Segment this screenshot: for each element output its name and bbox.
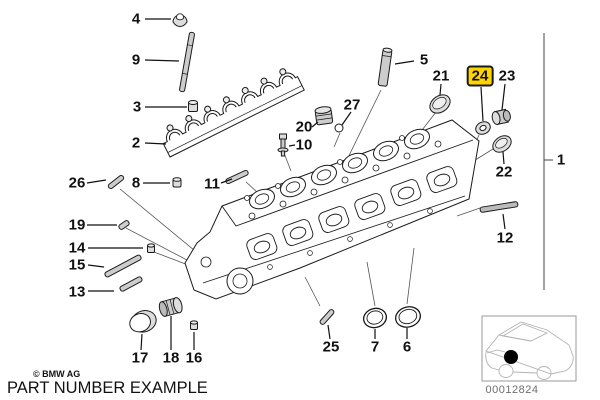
assembly-axis-lines (119, 89, 494, 307)
part-25-dowel-pin (319, 309, 335, 325)
part-24-seal-washer (475, 121, 491, 135)
part-16-nut (190, 320, 198, 330)
callout-1-bracket (543, 33, 553, 290)
part-11-dowel-pin (225, 169, 249, 185)
callout-3[interactable]: 3 (132, 98, 142, 116)
part-23-screw-plug (491, 108, 511, 125)
callout-10[interactable]: 10 (295, 136, 313, 154)
part-13-stud (119, 276, 143, 292)
callout-15[interactable]: 15 (68, 256, 86, 274)
part-10-stud-bolt (277, 133, 289, 157)
callout-1[interactable]: 1 (556, 151, 566, 169)
callout-9[interactable]: 9 (131, 51, 141, 69)
callout-12[interactable]: 12 (496, 229, 514, 247)
location-dot (504, 350, 518, 364)
vehicle-thumbnail (481, 315, 577, 382)
part-17-cup-plug (129, 310, 157, 333)
callout-8[interactable]: 8 (131, 174, 141, 192)
part-8-cap-nut (172, 177, 182, 188)
callout-13[interactable]: 13 (68, 283, 86, 301)
part-2-cam-carrier (162, 68, 305, 158)
callout-4[interactable]: 4 (131, 10, 141, 28)
part-19-pin (118, 220, 130, 230)
cylinder-head-body (184, 119, 480, 300)
callout-2[interactable]: 2 (131, 134, 141, 152)
part-4-acorn-bolt-head (172, 13, 188, 28)
callout-21[interactable]: 21 (432, 67, 450, 85)
part-9-stud (179, 31, 195, 93)
callout-14[interactable]: 14 (68, 239, 86, 257)
callout-20[interactable]: 20 (295, 118, 313, 136)
leader-lines (86, 18, 506, 351)
callout-22[interactable]: 22 (495, 163, 513, 181)
part-14-nut (147, 243, 155, 253)
callout-11[interactable]: 11 (204, 175, 220, 193)
part-12-stud (479, 201, 519, 213)
callout-17[interactable]: 17 (131, 349, 149, 367)
callout-24-highlighted[interactable]: 24 (466, 65, 494, 87)
callout-16[interactable]: 16 (185, 349, 203, 367)
diagram-code: 00012824 (485, 384, 539, 396)
copyright-text: © BMW AG (33, 369, 81, 379)
part-3-nut (188, 100, 198, 112)
callout-18[interactable]: 18 (162, 349, 180, 367)
part-27-ball (334, 123, 344, 133)
callout-25[interactable]: 25 (322, 338, 340, 356)
callout-7[interactable]: 7 (370, 338, 380, 356)
callout-27[interactable]: 27 (343, 96, 361, 114)
part-21-dome-cap (429, 94, 451, 114)
part-5-valve-guide (377, 47, 393, 87)
part-18-core-plug (158, 297, 183, 317)
page-caption: PART NUMBER EXAMPLE (7, 379, 208, 397)
part-20-cam-plug (314, 106, 334, 126)
part-15-stud (104, 254, 142, 278)
callout-26[interactable]: 26 (68, 174, 86, 192)
part-6-seal-ring (395, 306, 421, 328)
part-26-dowel-pin (107, 174, 125, 190)
callout-19[interactable]: 19 (68, 216, 86, 234)
callout-5[interactable]: 5 (419, 51, 429, 69)
part-22-dome-cap (492, 135, 512, 153)
part-7-seal-ring (362, 307, 388, 329)
car-outline (485, 321, 574, 380)
callout-6[interactable]: 6 (402, 338, 412, 356)
callout-23[interactable]: 23 (498, 67, 516, 85)
